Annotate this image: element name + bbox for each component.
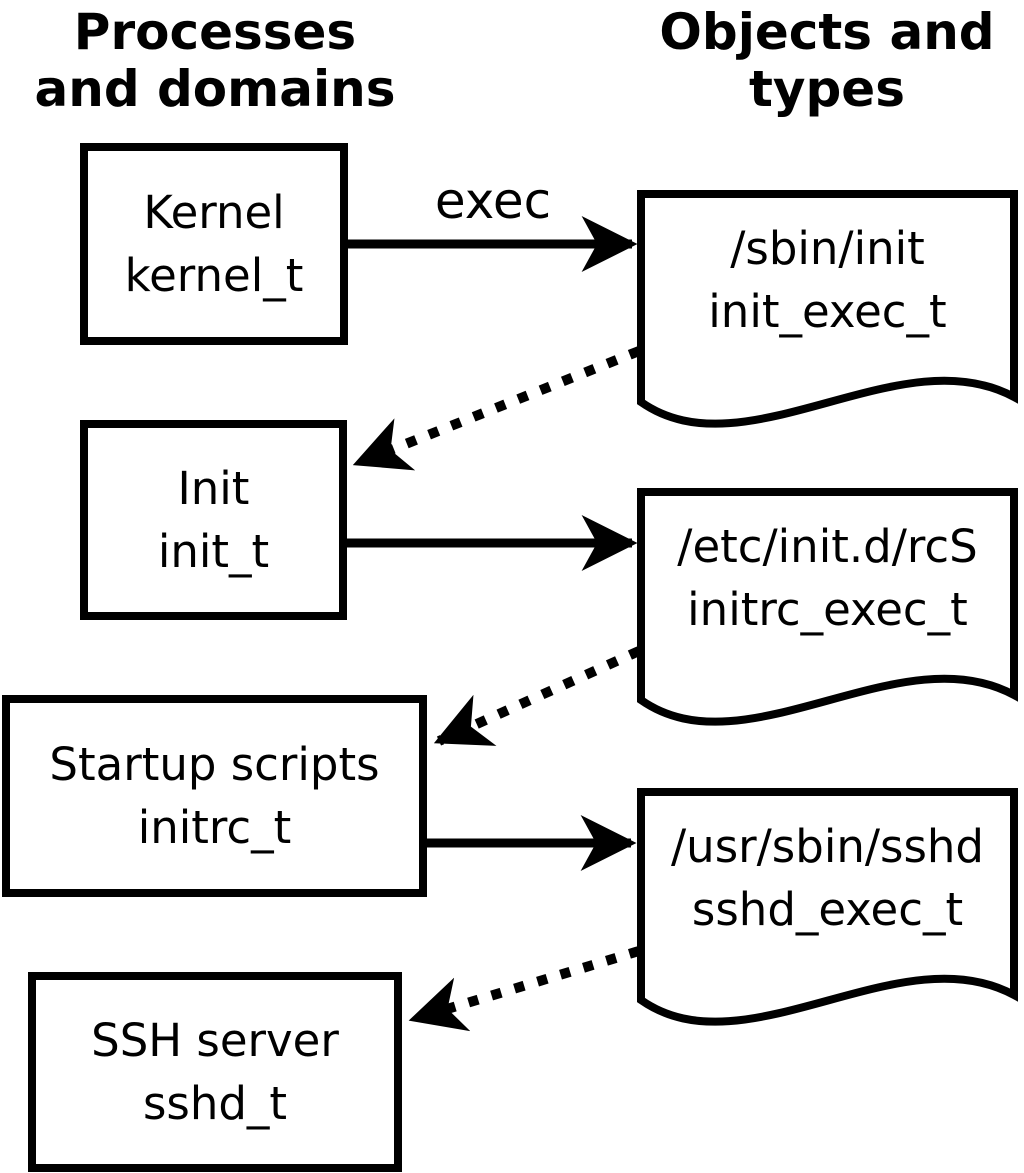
process-domain: init_t bbox=[157, 525, 270, 578]
object-label-etc-initd-rcs: /etc/init.d/rcS initrc_exec_t bbox=[645, 492, 1010, 664]
object-label-usr-sbin-sshd: /usr/sbin/sshd sshd_exec_t bbox=[645, 792, 1010, 964]
process-name: Init bbox=[177, 462, 250, 515]
exec-arrow-label: exec bbox=[434, 172, 552, 230]
document-shape-sbin-init bbox=[637, 190, 1018, 428]
process-box-kernel: Kernel kernel_t bbox=[80, 143, 348, 345]
document-shape-etc-initd-rcs bbox=[637, 488, 1018, 726]
object-path: /usr/sbin/sshd bbox=[671, 820, 984, 873]
object-type: sshd_exec_t bbox=[691, 883, 964, 936]
document-shape-usr-sbin-sshd bbox=[637, 788, 1018, 1026]
arrow-transition-to-init-t bbox=[352, 346, 641, 471]
process-name: Startup scripts bbox=[49, 738, 380, 791]
column-header-objects-and-types: Objects and types bbox=[659, 3, 995, 118]
process-domain: kernel_t bbox=[124, 249, 304, 302]
arrow-transition-to-initrc-t bbox=[433, 646, 642, 746]
column-header-processes-and-domains: Processes and domains bbox=[34, 3, 396, 118]
process-domain: sshd_t bbox=[142, 1077, 288, 1130]
arrow-transition-to-sshd-t bbox=[408, 946, 641, 1032]
process-box-ssh-server: SSH server sshd_t bbox=[28, 972, 402, 1172]
object-type: initrc_exec_t bbox=[687, 583, 968, 636]
process-name: Kernel bbox=[143, 186, 285, 239]
object-path: /etc/init.d/rcS bbox=[677, 520, 978, 573]
process-name: SSH server bbox=[91, 1014, 339, 1067]
object-label-sbin-init: /sbin/init init_exec_t bbox=[645, 194, 1010, 366]
object-path: /sbin/init bbox=[730, 222, 925, 275]
object-type: init_exec_t bbox=[708, 285, 947, 338]
process-box-init: Init init_t bbox=[80, 420, 347, 620]
process-domain: initrc_t bbox=[137, 801, 292, 854]
process-box-startup-scripts: Startup scripts initrc_t bbox=[2, 695, 427, 897]
